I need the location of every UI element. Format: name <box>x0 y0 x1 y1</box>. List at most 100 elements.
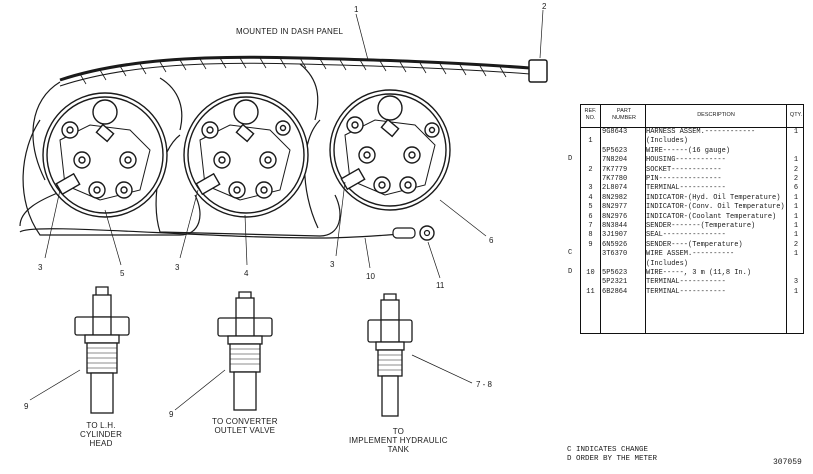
legend: C INDICATES CHANGE D ORDER BY THE METER <box>567 446 657 464</box>
connector-housing <box>528 59 548 83</box>
cell-ref: 8 <box>588 231 593 240</box>
cell-qty: 2 <box>793 240 799 249</box>
cell-desc: INDICATOR-(Hyd. Oil Temperature) <box>646 193 781 202</box>
callout-9b: 9 <box>169 410 174 419</box>
coolant-temperature-indicator <box>329 89 451 211</box>
cell-qty: 1 <box>793 287 799 296</box>
header-part: PART NUMBER <box>612 108 636 121</box>
table-marker: C <box>568 249 573 258</box>
table-row: 4 8N2982 INDICATOR-(Hyd. Oil Temperature) 1 <box>581 194 805 203</box>
cell-qty: 1 <box>793 212 799 221</box>
harness-cable <box>59 55 531 82</box>
table-header: REF. NO. PART NUMBER DESCRIPTION QTY. <box>581 105 803 128</box>
parts-table: REF. NO. PART NUMBER DESCRIPTION QTY. 9G… <box>580 104 804 334</box>
table-row: 3T6370 WIRE ASSEM.---------- 1 <box>581 250 805 259</box>
table-row: 9 6N5926 SENDER----(Temperature) 2 <box>581 241 805 250</box>
cell-desc: WIRE-----, 3 m (11,8 In.) <box>646 269 752 277</box>
cell-part: 9G8643 <box>602 128 628 136</box>
cell-part: 8N2976 <box>602 212 628 221</box>
cell-part: 2L8074 <box>602 184 628 193</box>
cell-desc: INDICATOR-(Coolant Temperature) <box>646 212 777 221</box>
table-row: 10 5P5623 WIRE-----, 3 m (11,8 In.) <box>581 269 805 278</box>
cell-part: 3J1907 <box>602 231 628 240</box>
cell-desc: HOUSING------------ <box>646 156 726 165</box>
cell-part: 6B2864 <box>602 287 628 296</box>
cell-part: 5P5623 <box>602 269 628 277</box>
legend-change: C INDICATES CHANGE <box>567 446 649 454</box>
cell-ref: 6 <box>588 212 593 221</box>
table-row: 1 (Includes) <box>581 137 805 146</box>
figure-code: 307059 <box>773 458 802 467</box>
header-qty: QTY. <box>789 112 803 118</box>
cell-desc: PIN--------------- <box>646 175 722 183</box>
temperature-sender-middle <box>217 291 273 411</box>
callout-5: 5 <box>120 269 125 278</box>
cell-part: 8N3844 <box>602 222 628 230</box>
cell-desc: INDICATOR-(Conv. Oil Temperature) <box>646 203 785 212</box>
ring-terminal <box>419 225 435 241</box>
callout-3c: 3 <box>330 260 335 269</box>
cell-qty: 1 <box>793 193 799 202</box>
cell-ref: 4 <box>588 193 593 202</box>
cell-qty: 1 <box>793 156 799 165</box>
cell-part: 8N2982 <box>602 193 628 202</box>
cell-qty: 1 <box>793 231 799 240</box>
callout-3a: 3 <box>38 263 43 272</box>
cell-part: 7K7780 <box>602 175 628 183</box>
cell-ref: 10 <box>586 269 595 277</box>
cell-part: 3T6370 <box>602 250 628 259</box>
callout-9a: 9 <box>24 402 29 411</box>
callout-10: 10 <box>366 272 375 281</box>
cell-ref: 7 <box>588 222 593 230</box>
cell-qty: 1 <box>793 128 799 136</box>
hyd-oil-temperature-indicator <box>183 92 309 218</box>
cell-desc: TERMINAL----------- <box>646 287 726 296</box>
cell-ref: 9 <box>588 240 593 249</box>
cell-desc: SENDER----(Temperature) <box>646 240 743 249</box>
callout-1: 1 <box>354 5 359 14</box>
cell-ref: 1 <box>588 137 593 146</box>
cell-qty: 2 <box>793 175 799 183</box>
cell-qty: 2 <box>793 165 799 174</box>
cell-part: 8N2977 <box>602 203 628 212</box>
sender-label-middle: TO CONVERTER OUTLET VALVE <box>212 417 278 435</box>
temperature-sender-left <box>74 286 130 414</box>
legend-meter: D ORDER BY THE METER <box>567 455 658 463</box>
cell-qty: 3 <box>793 278 799 287</box>
cell-desc: SOCKET------------ <box>646 165 722 174</box>
cell-part: 6N5926 <box>602 240 628 249</box>
callout-4: 4 <box>244 269 249 278</box>
cell-desc: SEAL--------------- <box>646 231 726 240</box>
header-ref: REF. NO. <box>584 108 597 121</box>
cell-desc: (Includes) <box>646 137 689 146</box>
cell-ref: 11 <box>586 287 595 296</box>
cell-ref: 2 <box>588 165 593 174</box>
callout-7-8: 7 - 8 <box>476 380 493 389</box>
cell-qty: 6 <box>793 184 799 193</box>
callout-6: 6 <box>489 236 494 245</box>
header-description: DESCRIPTION <box>697 112 735 118</box>
table-row: 6 8N2976 INDICATOR-(Coolant Temperature) 1 <box>581 213 805 222</box>
cell-qty: 1 <box>793 250 799 259</box>
callout-11: 11 <box>436 281 445 290</box>
table-marker: D <box>568 268 573 276</box>
cell-desc: SENDER-------(Temperature) <box>646 222 756 230</box>
cell-qty: 1 <box>793 203 799 212</box>
table-row: (Includes) <box>581 260 805 269</box>
cell-part: 7N8204 <box>602 156 628 165</box>
diagram-title: MOUNTED IN DASH PANEL <box>236 27 344 36</box>
callout-2: 2 <box>542 2 547 11</box>
table-row: 7N8204 HOUSING------------ 1 <box>581 156 805 165</box>
cell-desc: WIRE ASSEM.---------- <box>646 250 735 259</box>
cell-qty: 1 <box>793 222 799 230</box>
table-row: 7K7780 PIN--------------- 2 <box>581 175 805 184</box>
wire-assembly <box>19 228 411 239</box>
table-row: 8 3J1907 SEAL--------------- 1 <box>581 231 805 240</box>
cell-ref: 3 <box>588 184 593 193</box>
